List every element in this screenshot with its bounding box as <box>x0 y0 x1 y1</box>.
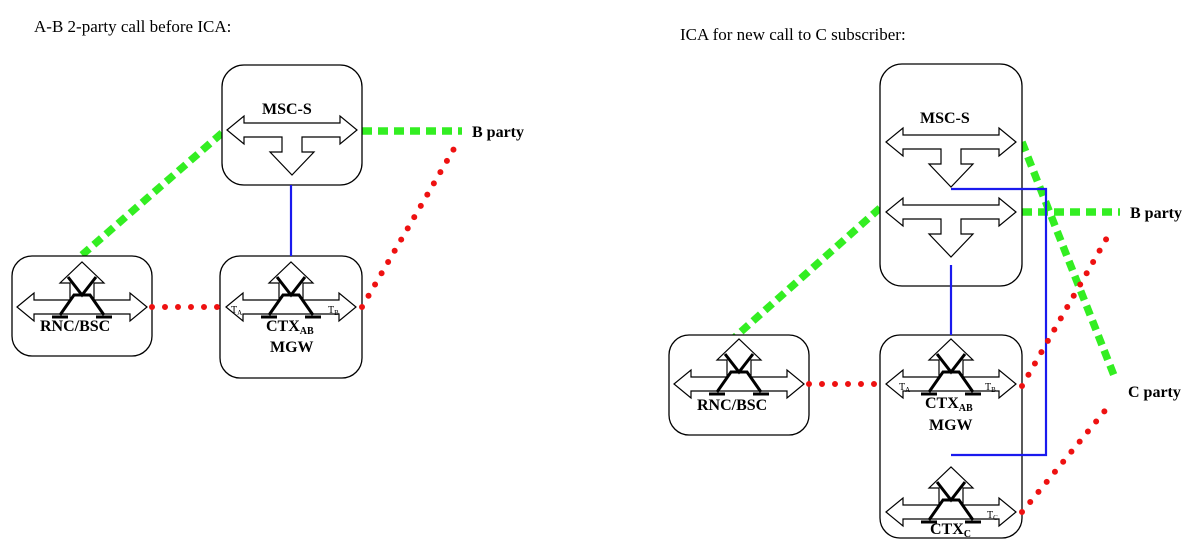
right-diagram: ICA for new call to C subscriber: MSC-S … <box>668 25 1182 540</box>
right-rnc-bsc-label: RNC/BSC <box>697 397 767 414</box>
left-rnc-bsc-label: RNC/BSC <box>40 318 110 335</box>
left-b-party-label: B party <box>472 124 524 141</box>
left-ctx-label: CTXAB <box>266 318 314 337</box>
right-ctx-c-label: CTXC <box>930 521 971 540</box>
right-msc-s-label: MSC-S <box>920 110 970 127</box>
right-ctx-ab-label: CTXAB <box>925 395 973 414</box>
right-termination-a-label: TA <box>899 382 910 394</box>
right-b-party-label: B party <box>1130 205 1182 222</box>
right-c-party-label: C party <box>1128 384 1181 401</box>
right-termination-b-label: TB <box>985 382 996 394</box>
right-msc-to-c-signalling-line <box>1018 140 1119 380</box>
left-termination-b-label: TB <box>328 305 339 317</box>
left-diagram: A-B 2-party call before ICA: MSC-S RNC/B… <box>11 17 524 379</box>
right-termination-c-label: TC <box>987 510 998 522</box>
left-caption: A-B 2-party call before ICA: <box>34 17 231 36</box>
left-mgw-to-b-bearer-line <box>359 144 458 310</box>
right-mgw-label: MGW <box>929 417 973 434</box>
right-ctxc-to-c-bearer-line <box>1019 404 1111 515</box>
left-termination-a-label: TA <box>231 305 242 317</box>
right-mgw-to-b-bearer-line <box>1019 233 1111 389</box>
right-caption: ICA for new call to C subscriber: <box>680 25 906 44</box>
left-msc-to-rnc-signalling-line <box>79 130 225 258</box>
right-msc-ctxc-control-line <box>951 187 1048 457</box>
right-msc-to-rnc-signalling-line <box>732 205 883 340</box>
left-msc-s-label: MSC-S <box>262 101 312 118</box>
left-mgw-label: MGW <box>270 339 314 356</box>
